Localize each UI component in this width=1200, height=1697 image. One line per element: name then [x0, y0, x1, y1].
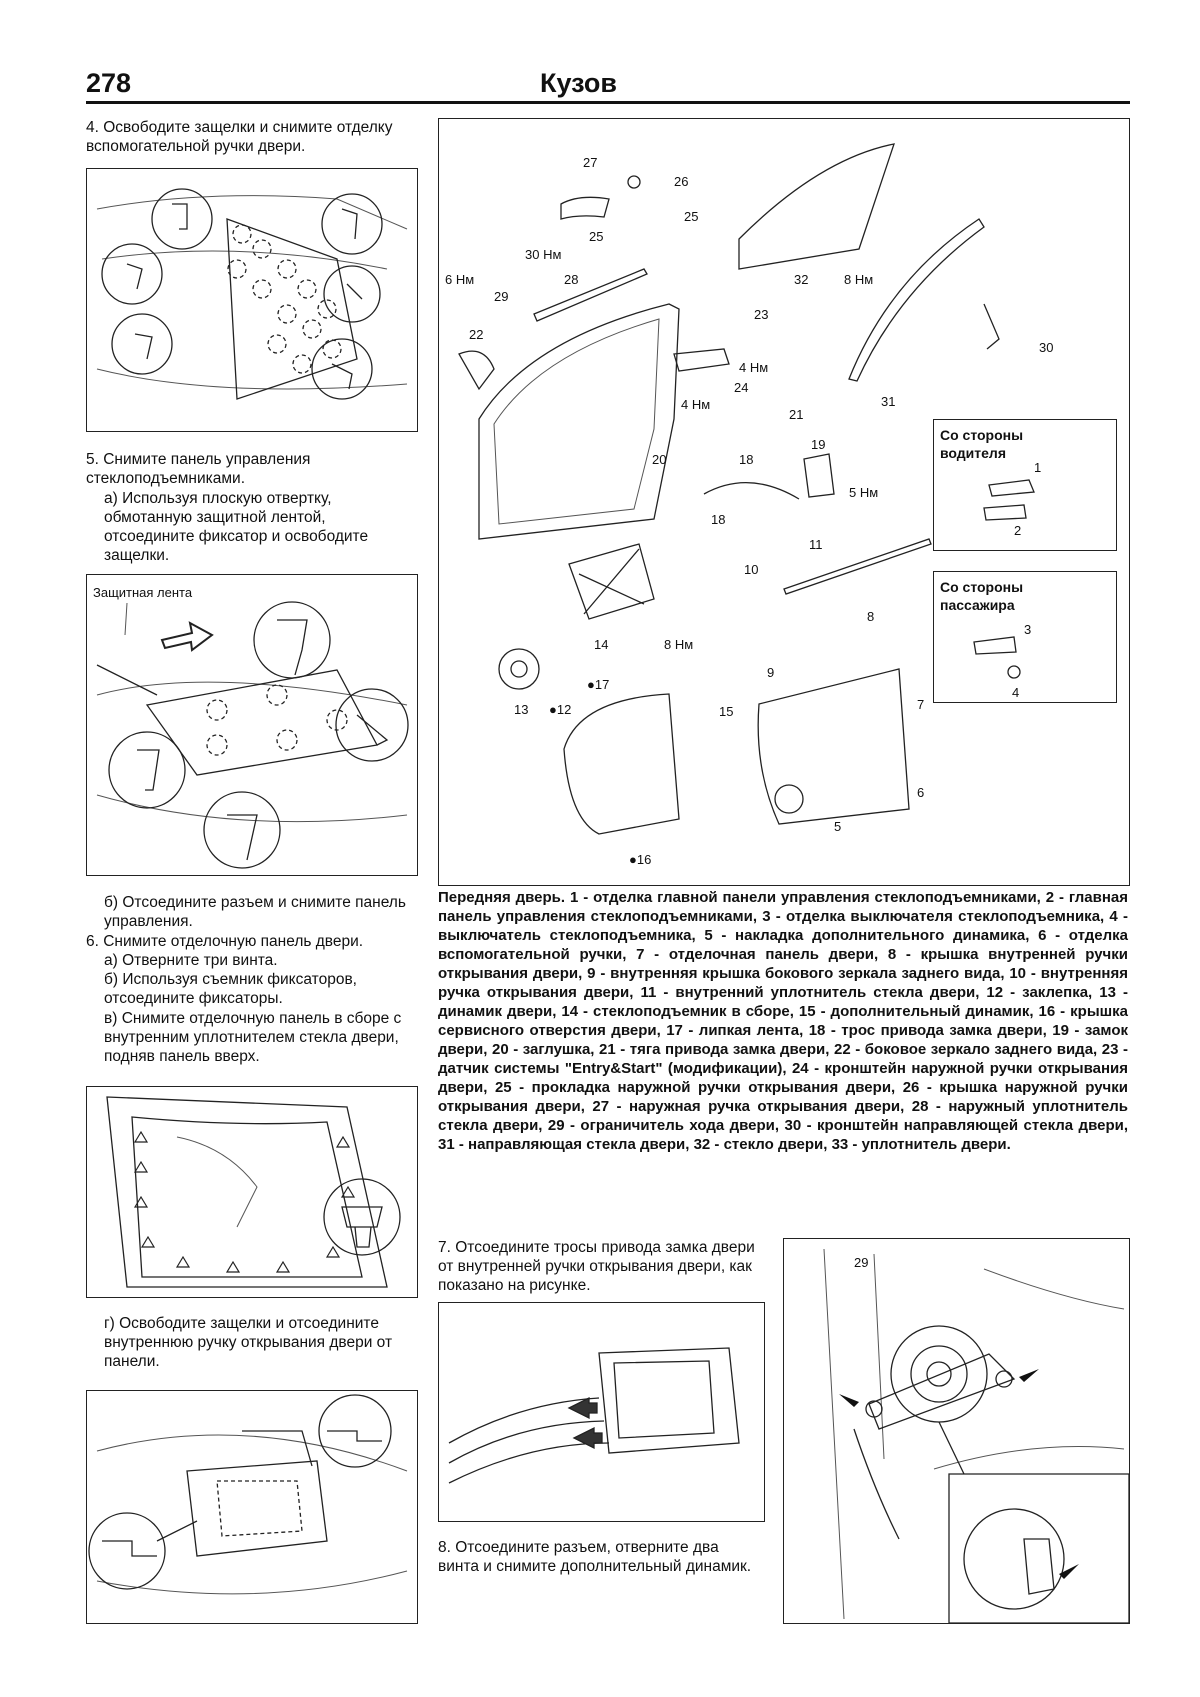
door-trim-drawing: [106, 1096, 401, 1288]
label-8nm-a: 8 Нм: [844, 272, 873, 287]
step-6-text: 6. Снимите отделочную панель двери.: [86, 933, 364, 950]
label-9: 9: [767, 665, 774, 680]
label-6: 6: [917, 785, 924, 800]
driver-side-box: Со стороны водителя 1 2: [933, 419, 1117, 551]
fragment-label-29: 29: [854, 1255, 868, 1270]
label-19: 19: [811, 437, 825, 452]
figure-door-trim-panel: [86, 1086, 418, 1298]
lock-cables-drawing: [448, 1347, 740, 1484]
extra-speaker-drawing: 29: [823, 1248, 1129, 1623]
figure-extra-speaker: 29: [783, 1238, 1130, 1624]
step-6v-text: в) Снимите отделочную панель в сборе с в…: [104, 1010, 402, 1065]
label-29: 29: [494, 289, 508, 304]
label-24: 24: [734, 380, 748, 395]
inner-handle-drawing: [88, 1394, 408, 1595]
label-d4: 4: [1012, 685, 1019, 700]
driver-side-drawing: 1 2: [983, 460, 1041, 538]
label-8nm-b: 8 Нм: [664, 637, 693, 652]
figure-lock-cables: [438, 1302, 765, 1522]
label-d2: 2: [1014, 523, 1021, 538]
passenger-side-box: Со стороны пассажира 3 4: [933, 571, 1117, 703]
label-30nm: 30 Нм: [525, 247, 561, 262]
label-5nm: 5 Нм: [849, 485, 878, 500]
label-32: 32: [794, 272, 808, 287]
step-6g-text: г) Освободите защелки и отсоедините внут…: [104, 1315, 393, 1370]
label-5: 5: [834, 819, 841, 834]
passenger-side-drawing: 3 4: [973, 622, 1031, 700]
step-6b-text: б) Используя съемник фиксаторов, отсоеди…: [104, 971, 357, 1007]
label-14: 14: [594, 637, 608, 652]
figure-front-door-exploded: 27 26 25 25 30 Нм 6 Нм 29 28 32 8 Нм 31 …: [438, 118, 1130, 886]
figure-assist-handle-trim: [86, 168, 418, 432]
label-23: 23: [754, 307, 768, 322]
step-4-text: 4. Освободите защелки и снимите отделку …: [86, 119, 393, 155]
label-26: 26: [674, 174, 688, 189]
label-13: 13: [514, 702, 528, 717]
label-27: 27: [583, 155, 597, 170]
label-6nm-a: 6 Нм: [445, 272, 474, 287]
label-20: 20: [652, 452, 666, 467]
step-5b-text: б) Отсоедините разъем и снимите панель у…: [104, 894, 406, 930]
exploded-view-caption: Передняя дверь. 1 - отделка главной пане…: [438, 889, 1128, 1153]
figure-inner-handle: [86, 1390, 418, 1624]
passenger-side-label: Со стороны пассажира: [940, 579, 1024, 613]
step-7-text: 7. Отсоедините тросы привода замка двери…: [438, 1239, 755, 1294]
label-28: 28: [564, 272, 578, 287]
driver-side-label: Со стороны водителя: [940, 427, 1024, 461]
switch-panel-drawing: Защитная лента: [93, 585, 409, 869]
label-d1: 1: [1034, 460, 1041, 475]
label-18a: 18: [739, 452, 753, 467]
header-rule: [86, 101, 1130, 104]
label-30: 30: [1039, 340, 1053, 355]
protective-tape-label: Защитная лента: [93, 585, 193, 600]
label-4nm-a: 4 Нм: [739, 360, 768, 375]
label-18b: 18: [711, 512, 725, 527]
label-10: 10: [744, 562, 758, 577]
step-5a-text: а) Используя плоскую отвертку, обмотанну…: [104, 490, 369, 564]
page-title: Кузов: [540, 68, 617, 98]
label-17: ●17: [587, 677, 609, 692]
label-25b: 25: [684, 209, 698, 224]
label-15: 15: [719, 704, 733, 719]
page-number: 278: [86, 68, 132, 98]
label-16: ●16: [629, 852, 651, 867]
label-21: 21: [789, 407, 803, 422]
exploded-view-drawing: 27 26 25 25 30 Нм 6 Нм 29 28 32 8 Нм 31 …: [445, 143, 1053, 867]
figure-window-switch-panel: Защитная лента: [86, 574, 418, 876]
label-12: ●12: [549, 702, 571, 717]
step-5-text: 5. Снимите панель управления стеклоподъе…: [86, 451, 311, 487]
label-25a: 25: [589, 229, 603, 244]
label-11: 11: [809, 537, 823, 552]
step-8-text: 8. Отсоедините разъем, отверните два вин…: [438, 1539, 752, 1575]
label-8: 8: [867, 609, 874, 624]
label-31: 31: [881, 394, 895, 409]
label-d3: 3: [1024, 622, 1031, 637]
assist-handle-drawing: [96, 188, 408, 400]
label-22: 22: [469, 327, 483, 342]
label-4nm-b: 4 Нм: [681, 397, 710, 412]
label-7: 7: [917, 697, 924, 712]
step-6a-text: а) Отверните три винта.: [104, 952, 278, 969]
